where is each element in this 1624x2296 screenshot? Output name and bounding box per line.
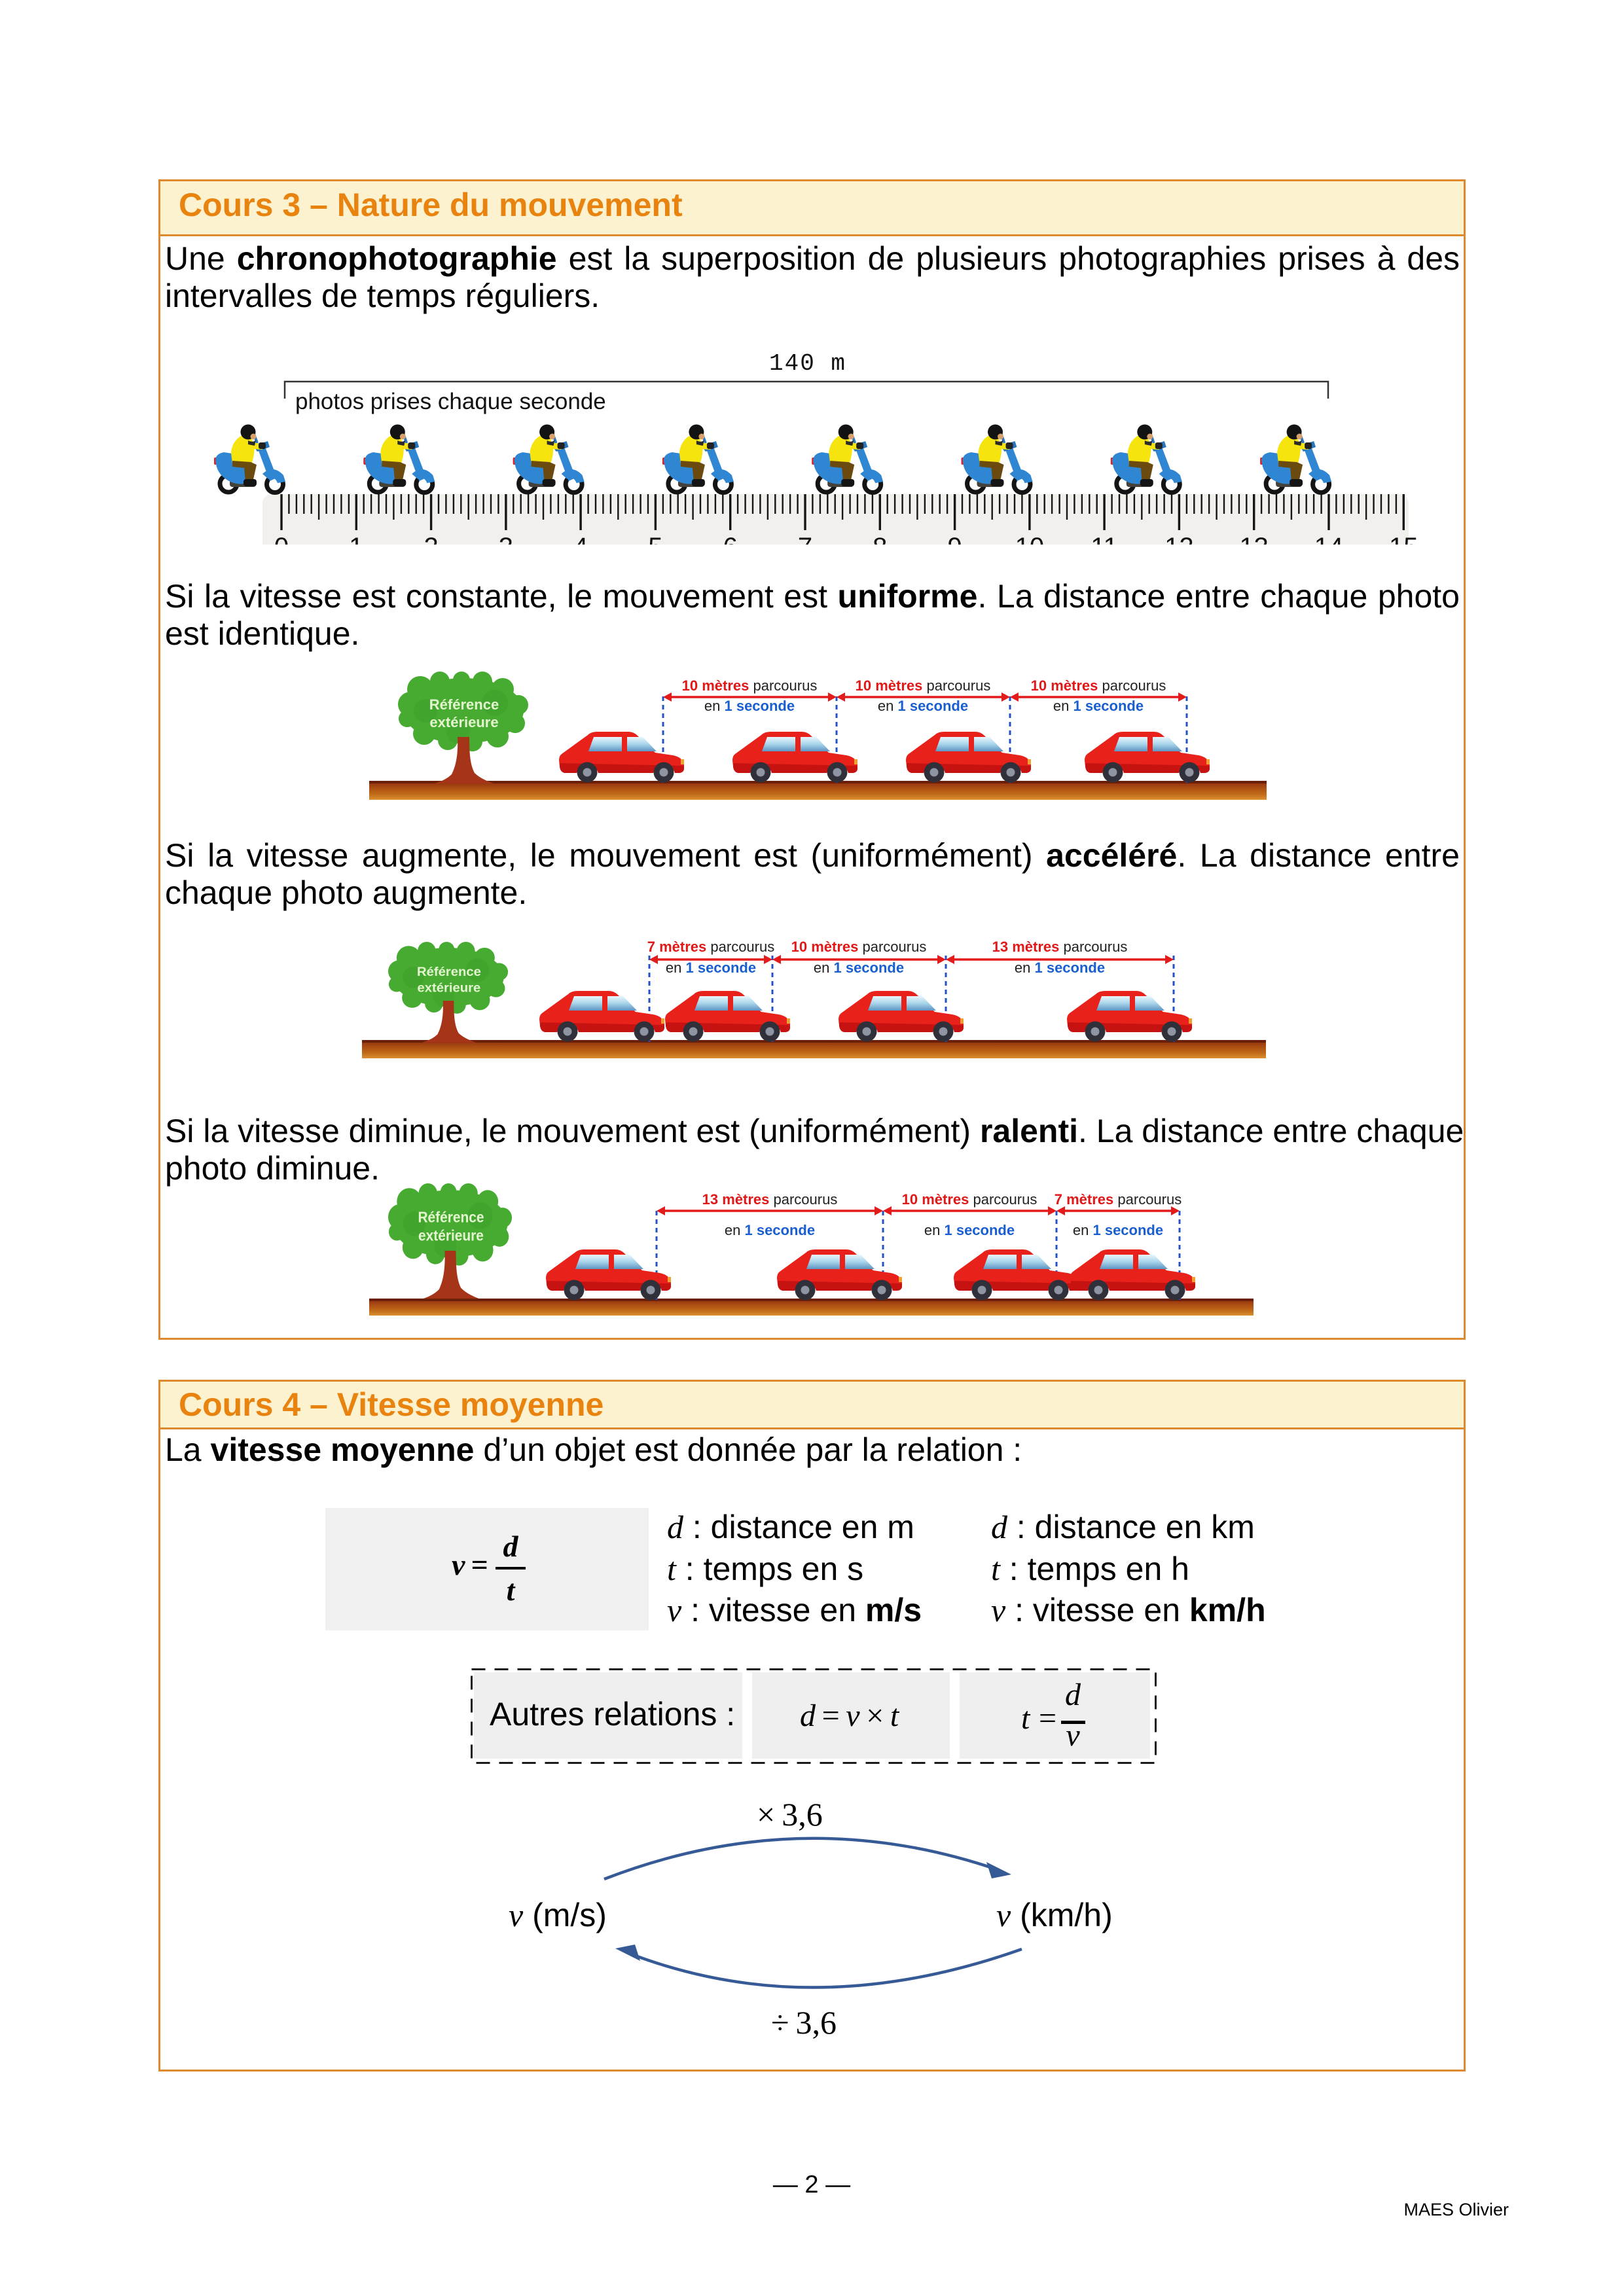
svg-text:en 1 seconde: en 1 seconde bbox=[725, 1222, 815, 1238]
svg-text:140 m: 140 m bbox=[769, 350, 846, 377]
svg-text:photos prises chaque seconde: photos prises chaque seconde bbox=[295, 389, 606, 414]
svg-text:en 1 seconde: en 1 seconde bbox=[814, 960, 904, 976]
svg-text:10 mètres parcourus: 10 mètres parcourus bbox=[791, 939, 927, 955]
svg-text:13 mètres parcourus: 13 mètres parcourus bbox=[702, 1191, 838, 1208]
svg-text:15: 15 bbox=[1389, 533, 1418, 545]
svg-text:1: 1 bbox=[349, 533, 363, 545]
svg-text:8: 8 bbox=[873, 533, 887, 545]
svg-text:en 1 seconde: en 1 seconde bbox=[666, 960, 756, 976]
svg-text:10 mètres parcourus: 10 mètres parcourus bbox=[902, 1191, 1038, 1208]
svg-text:10: 10 bbox=[1015, 533, 1045, 545]
svg-text:6: 6 bbox=[723, 533, 738, 545]
svg-text:en 1 seconde: en 1 seconde bbox=[878, 698, 968, 714]
svg-text:13 mètres parcourus: 13 mètres parcourus bbox=[992, 939, 1128, 955]
svg-text:7: 7 bbox=[798, 533, 812, 545]
svg-text:en 1 seconde: en 1 seconde bbox=[1053, 698, 1144, 714]
svg-text:10 mètres parcourus: 10 mètres parcourus bbox=[1031, 677, 1166, 694]
svg-text:12: 12 bbox=[1164, 533, 1194, 545]
svg-text:10 mètres parcourus: 10 mètres parcourus bbox=[682, 677, 818, 694]
svg-text:en 1 seconde: en 1 seconde bbox=[1015, 960, 1105, 976]
svg-text:5: 5 bbox=[648, 533, 662, 545]
svg-text:en 1 seconde: en 1 seconde bbox=[1073, 1222, 1163, 1238]
svg-text:9: 9 bbox=[947, 533, 962, 545]
svg-text:14: 14 bbox=[1314, 533, 1344, 545]
svg-text:en 1 seconde: en 1 seconde bbox=[924, 1222, 1015, 1238]
svg-text:13: 13 bbox=[1239, 533, 1269, 545]
svg-text:7 mètres parcourus: 7 mètres parcourus bbox=[647, 939, 774, 955]
svg-text:0: 0 bbox=[274, 533, 289, 545]
svg-text:11: 11 bbox=[1091, 533, 1118, 545]
svg-text:2: 2 bbox=[424, 533, 438, 545]
svg-text:7 mètres parcourus: 7 mètres parcourus bbox=[1055, 1191, 1182, 1208]
svg-text:4: 4 bbox=[573, 533, 588, 545]
svg-text:en 1 seconde: en 1 seconde bbox=[704, 698, 795, 714]
svg-text:10 mètres parcourus: 10 mètres parcourus bbox=[856, 677, 991, 694]
svg-text:3: 3 bbox=[499, 533, 513, 545]
